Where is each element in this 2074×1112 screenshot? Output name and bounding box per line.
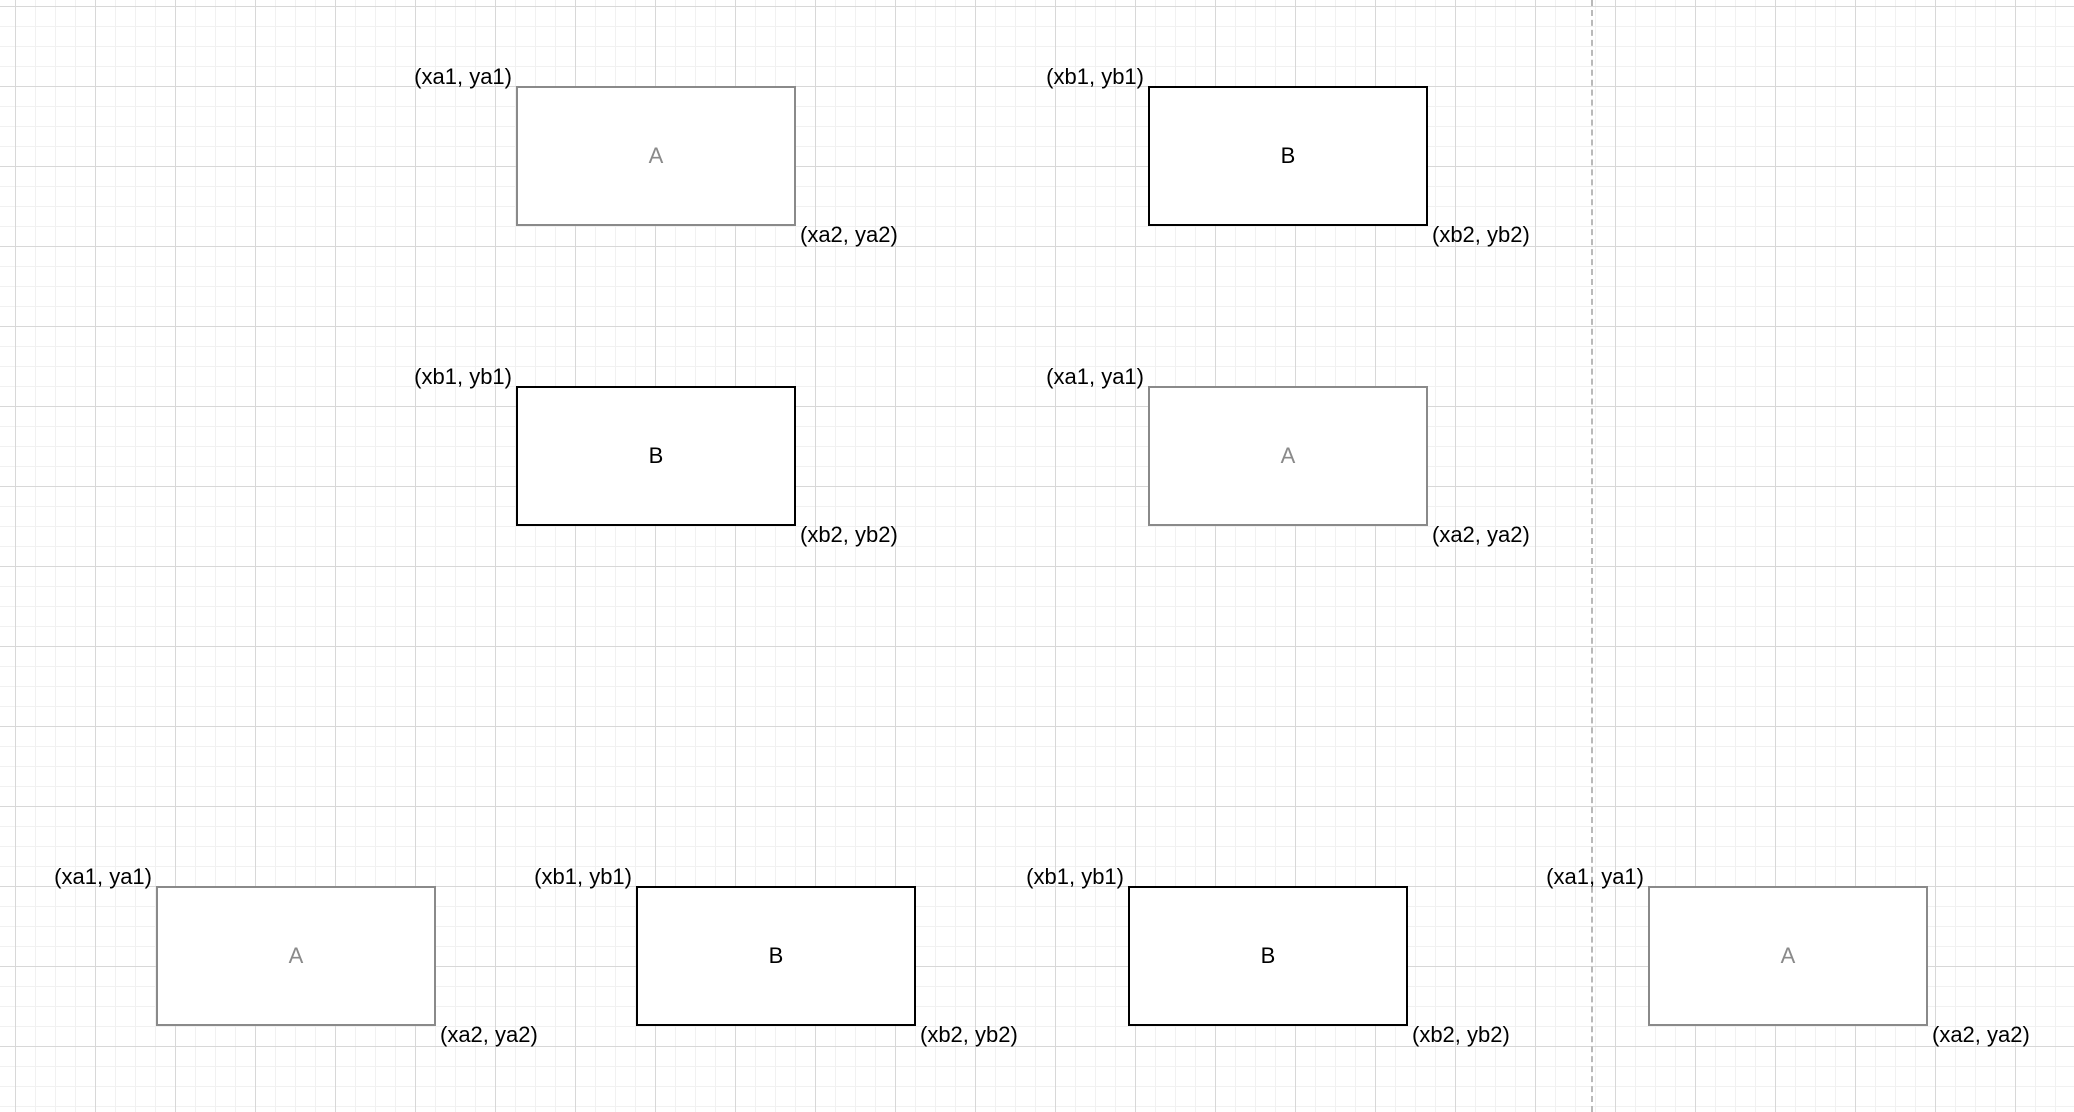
top-left-coord: (xa1, ya1) [54, 864, 152, 889]
rect-b-row3-right[interactable]: B (xb1, yb1) (xb2, yb2) [1026, 866, 1510, 1046]
top-left-coord: (xa1, ya1) [1046, 364, 1144, 389]
bottom-right-coord: (xa2, ya2) [800, 222, 898, 247]
bottom-right-coord: (xb2, yb2) [1412, 1022, 1510, 1047]
rect-label: A [288, 943, 304, 968]
rect-b-row3-left[interactable]: B (xb1, yb1) (xb2, yb2) [534, 866, 1018, 1046]
top-left-coord: (xb1, yb1) [1026, 864, 1124, 889]
bottom-right-coord: (xb2, yb2) [1432, 222, 1530, 247]
rect-b-row1[interactable]: B (xb1, yb1) (xb2, yb2) [1046, 66, 1530, 246]
rect-label: A [648, 143, 664, 168]
rect-b-row2[interactable]: B (xb1, yb1) (xb2, yb2) [414, 366, 898, 546]
rect-label: B [1280, 143, 1296, 168]
rect-a-row1[interactable]: A (xa1, ya1) (xa2, ya2) [414, 66, 898, 246]
rect-label: B [768, 943, 784, 968]
rect-label: B [648, 443, 664, 468]
rect-a-row2[interactable]: A (xa1, ya1) (xa2, ya2) [1046, 366, 1530, 546]
bottom-right-coord: (xa2, ya2) [1432, 522, 1530, 547]
top-left-coord: (xb1, yb1) [1046, 64, 1144, 89]
top-left-coord: (xa1, ya1) [414, 64, 512, 89]
bottom-right-coord: (xa2, ya2) [1932, 1022, 2030, 1047]
rect-label: A [1780, 943, 1796, 968]
top-left-coord: (xa1, ya1) [1546, 864, 1644, 889]
rect-a-row3-right[interactable]: A (xa1, ya1) (xa2, ya2) [1546, 866, 2030, 1046]
top-left-coord: (xb1, yb1) [414, 364, 512, 389]
rect-a-row3-left[interactable]: A (xa1, ya1) (xa2, ya2) [54, 866, 538, 1046]
top-left-coord: (xb1, yb1) [534, 864, 632, 889]
bottom-right-coord: (xb2, yb2) [800, 522, 898, 547]
dashed-divider [1591, 0, 1593, 1112]
bottom-right-coord: (xa2, ya2) [440, 1022, 538, 1047]
bottom-right-coord: (xb2, yb2) [920, 1022, 1018, 1047]
rect-label: B [1260, 943, 1276, 968]
rect-label: A [1280, 443, 1296, 468]
